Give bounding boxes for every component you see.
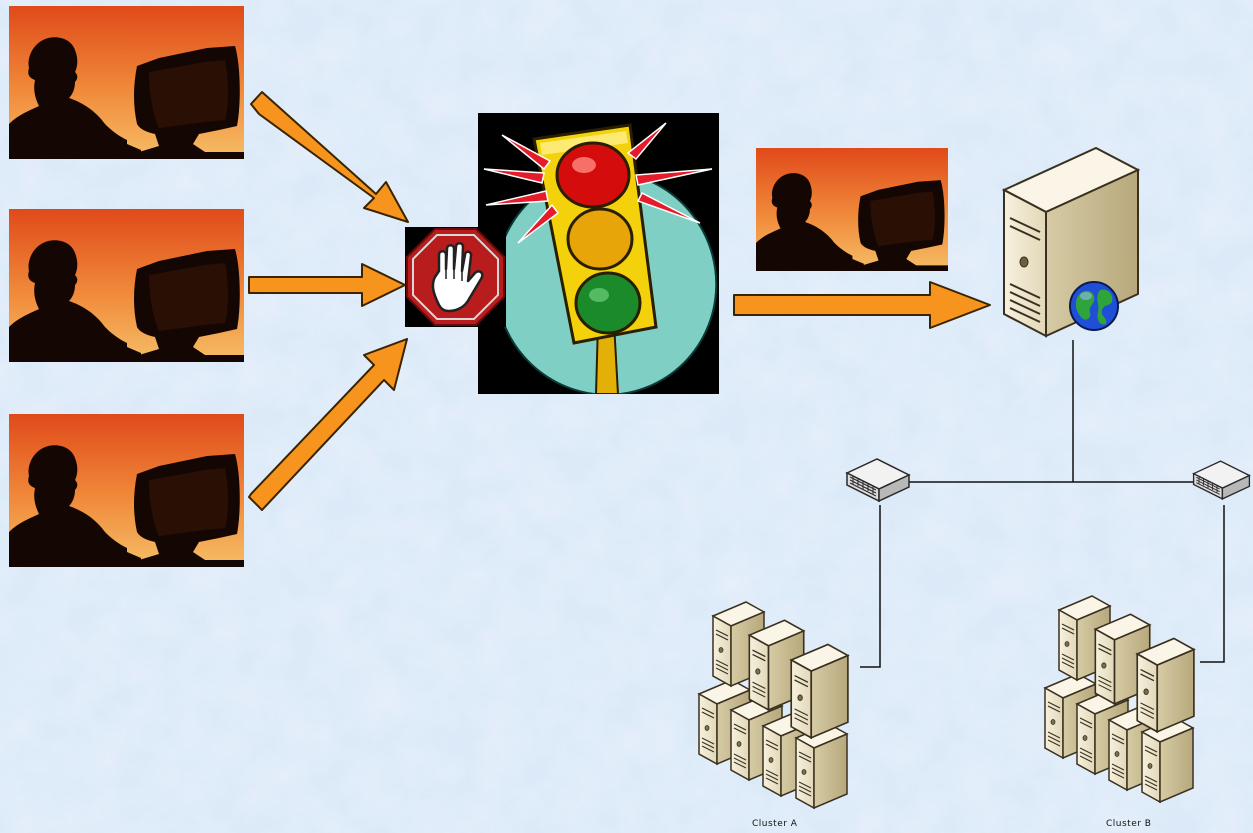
web-server-icon — [1001, 146, 1141, 338]
user-1-icon — [9, 6, 244, 159]
user-admitted-icon — [756, 148, 948, 271]
user-2-icon — [9, 209, 244, 362]
server-cluster-a-icon — [698, 601, 849, 809]
cluster-b-label: Cluster B — [1106, 819, 1152, 829]
stop-hand-icon — [405, 227, 506, 327]
network-switch-left-icon — [843, 455, 913, 505]
globe-icon — [1069, 281, 1119, 331]
user-3-icon — [9, 414, 244, 567]
cluster-a-label: Cluster A — [752, 819, 798, 829]
network-switch-right-icon — [1190, 455, 1253, 505]
traffic-light-icon — [478, 113, 719, 394]
server-cluster-b-icon — [1044, 595, 1195, 803]
